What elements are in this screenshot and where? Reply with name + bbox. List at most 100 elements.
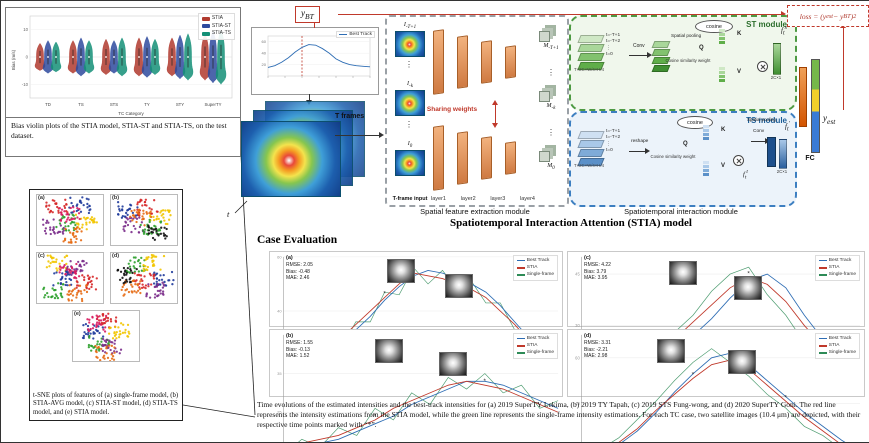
ts-output-dim: 2C×1 — [776, 169, 788, 174]
sfem-caption: Spatial feature extraction module — [420, 207, 530, 216]
input-label: I0 — [407, 141, 413, 150]
conv-arrow — [751, 138, 770, 145]
legend-item: STIA — [516, 342, 554, 349]
satellite-thumb — [395, 31, 425, 58]
vertical-dots: ⋮ — [547, 68, 555, 77]
conv-layer — [481, 136, 492, 180]
legend-item: Best Track — [516, 335, 554, 342]
satellite-inset — [656, 339, 685, 364]
query-label: Q — [699, 45, 704, 51]
tsne-scatter — [110, 194, 178, 246]
t-frames-label: T frames — [335, 113, 365, 120]
legend-swatch — [339, 33, 348, 36]
satellite-inset — [386, 259, 415, 284]
ybt-base: y — [301, 8, 305, 18]
subplot-label: (c) — [38, 253, 45, 259]
legend-item: STIA-TS — [201, 30, 231, 38]
value-label: V — [721, 163, 726, 169]
svg-text:*: * — [374, 413, 377, 420]
legend-item: Single-frame — [818, 271, 856, 278]
legend-label: Best Track — [349, 32, 372, 37]
svg-text:60: 60 — [575, 355, 580, 360]
case-chart-b-plot: 152535** — [277, 334, 559, 442]
feature-slice — [651, 49, 671, 56]
red-connector-to-loss — [338, 11, 786, 18]
ts-input-stack — [577, 131, 605, 166]
feature-slice — [577, 140, 605, 148]
chart-letter: (c) — [584, 255, 591, 261]
sharing-weights-label: Sharing weights — [426, 106, 478, 113]
svg-text:30: 30 — [575, 323, 580, 328]
legend-label: STIA-TS — [211, 30, 231, 36]
st-module: ST module t=-T+1 t=-T+2 ⋮ t=0 T×2C×W/4×H… — [569, 15, 797, 111]
ts-output-bar — [779, 139, 787, 169]
time-labels: t=-T+1 t=-T+2 ⋮ t=0 — [606, 33, 621, 58]
legend-item: STIA-ST — [201, 22, 231, 31]
st-feature-label: fts — [781, 25, 787, 37]
satellite-inset — [733, 275, 762, 300]
t-frame-input-label: T-frame input — [392, 196, 428, 202]
best-track-legend: Best Track — [336, 31, 375, 38]
legend-swatch — [201, 16, 210, 21]
satellite-inset — [727, 349, 756, 374]
satellite-thumb — [395, 90, 425, 117]
vertical-dots: ⋮ — [405, 120, 413, 129]
concat-feature-bar — [799, 67, 807, 127]
conv-output-slab — [767, 137, 776, 167]
yest-label: yest — [823, 113, 836, 126]
legend-item: Best Track — [818, 335, 856, 342]
spatial-pooling-label: Spatial pooling — [671, 33, 702, 38]
input-label: I-T+1 — [403, 22, 417, 31]
feature-slice — [577, 44, 605, 52]
vertical-dots: ⋮ — [405, 60, 413, 69]
ts-feature-prime-label: ft′ — [785, 121, 790, 133]
svg-text:20: 20 — [262, 62, 267, 67]
tsne-caption: t-SNE plots of features of (a) single-fr… — [33, 391, 179, 417]
subplot-label: (e) — [74, 311, 81, 317]
conv-label: Conv — [633, 43, 645, 49]
feature-map-label: M0 — [547, 163, 555, 172]
violin-legend: STIA STIA-ST STIA-TS — [197, 13, 235, 40]
ts-module-title: TS module — [746, 116, 787, 125]
chart-legend: Best Track STIA Single-frame — [814, 333, 860, 359]
red-connector-to-chart — [314, 23, 315, 28]
layer-label: layer1 — [431, 196, 446, 202]
svg-text:0: 0 — [26, 55, 29, 60]
svg-text:10: 10 — [23, 27, 28, 32]
cosine-weight-label: Cosine similarity weight — [665, 58, 711, 63]
v-feature-column — [719, 67, 725, 82]
svg-text:STS: STS — [110, 102, 118, 107]
svg-text:60: 60 — [262, 39, 267, 44]
tsne-subplot-a: (a) — [36, 194, 104, 248]
svg-text:40: 40 — [575, 401, 580, 406]
st-output-bar — [773, 43, 781, 75]
spatial-feature-extraction-module: I-T+1 ⋮ I-k ⋮ I0 Sharing weights M-T+1 ⋮… — [385, 15, 569, 207]
svg-text:*: * — [747, 271, 750, 278]
cosine-weight-label: Cosine similarity weight — [650, 154, 696, 159]
ts-module: TS module t=-T+1 t=-T+2 ⋮ t=0 T×2C×W/4×H… — [569, 111, 797, 207]
reshape-label: reshape — [631, 139, 649, 144]
legend-label: STIA-ST — [211, 22, 231, 29]
key-label: K — [721, 127, 726, 133]
subplot-label: (a) — [38, 195, 45, 201]
tsne-scatter — [110, 252, 178, 304]
feature-map-label: M-T+1 — [543, 43, 559, 52]
conv-arrow — [629, 52, 652, 59]
conv-layer — [481, 40, 492, 84]
vertical-dots: ⋮ — [547, 128, 555, 137]
spatial-pooling-label: Spatial pooling — [747, 117, 776, 122]
feature-slice — [577, 149, 605, 157]
tsne-subplot-b: (b) — [110, 194, 178, 248]
svg-text:TC Category: TC Category — [118, 111, 144, 116]
input-frame-cube — [241, 101, 365, 197]
svg-text:SuperTY: SuperTY — [205, 102, 222, 107]
conv-layer — [433, 125, 444, 191]
feature-slice — [651, 41, 671, 48]
legend-label: STIA — [211, 15, 223, 21]
legend-item: Single-frame — [818, 349, 856, 356]
